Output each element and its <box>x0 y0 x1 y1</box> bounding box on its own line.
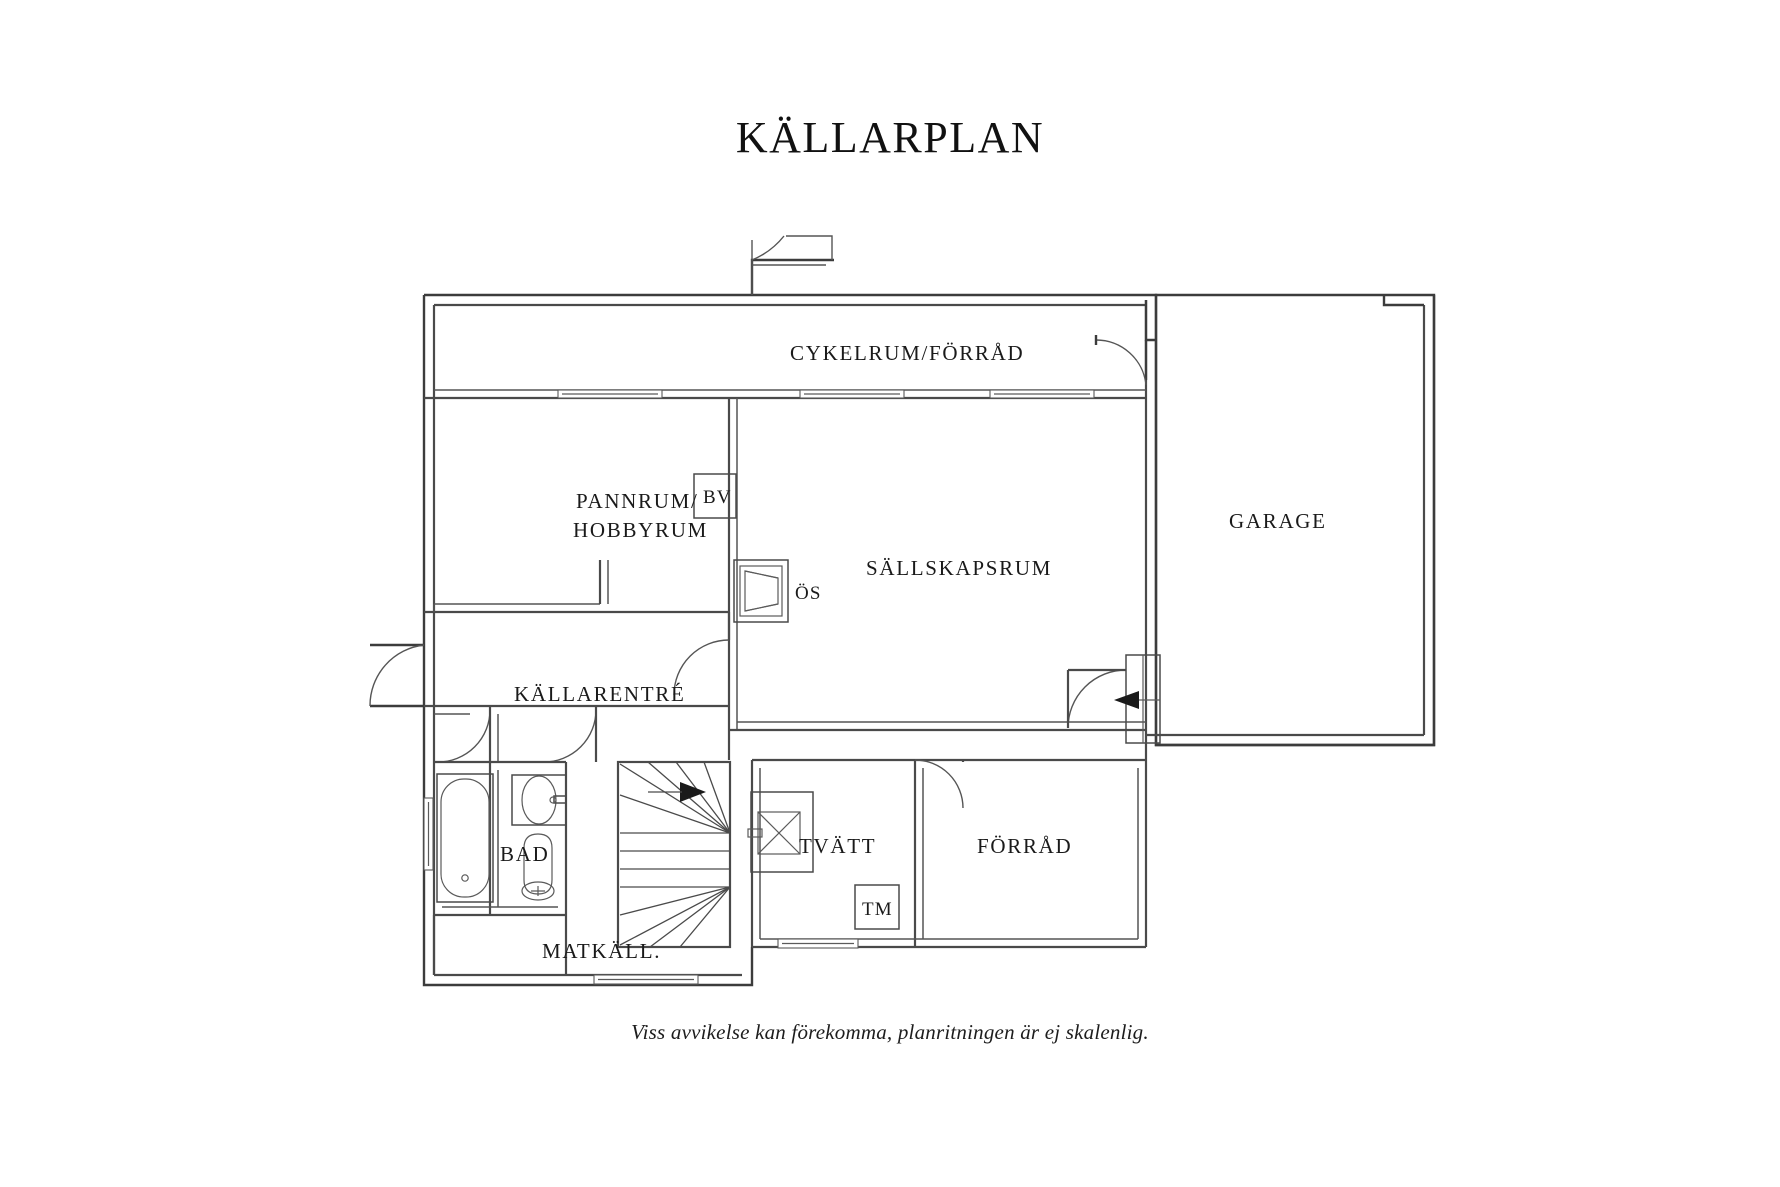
bv-marker <box>693 473 737 519</box>
marker-label-tm: TM <box>862 899 893 920</box>
room-label-forrad: FÖRRÅD <box>977 834 1072 858</box>
fireplace-symbol <box>733 559 789 623</box>
room-label-matkall: MATKÄLL. <box>542 939 661 963</box>
room-label-sallskapsrum: SÄLLSKAPSRUM <box>866 556 1052 580</box>
bathtub-symbol <box>436 773 494 903</box>
matkall-walls <box>432 915 568 975</box>
room-label-pannrum-line1: PANNRUM/ <box>576 489 699 513</box>
stair-door <box>543 706 598 763</box>
garage-door-side <box>1066 654 1161 744</box>
bad-room-walls <box>434 760 568 917</box>
room-label-pannrum-line2: HOBBYRUM <box>573 518 708 542</box>
room-label-kallarentre: KÄLLARENTRÉ <box>514 682 686 706</box>
cykelrum-door <box>751 235 833 295</box>
washing-machine-symbol <box>747 791 814 873</box>
entry-door-left <box>369 643 425 708</box>
marker-label-bv: BV <box>703 487 732 508</box>
room-label-cykelrum: CYKELRUM/FÖRRÅD <box>790 341 1024 365</box>
window-matkall <box>593 974 699 985</box>
window-tvatt <box>777 938 859 949</box>
tvatt-forrad-walls <box>727 730 1148 949</box>
plan-disclaimer-caption: Viss avvikelse kan förekomma, planritnin… <box>631 1020 1149 1044</box>
page-title: KÄLLARPLAN <box>735 113 1045 162</box>
toilet-symbol <box>521 833 555 901</box>
kallarentre-door-right <box>673 612 731 696</box>
window-group-cykelrum <box>557 389 1095 399</box>
sink-symbol <box>511 774 567 826</box>
marker-label-os: ÖS <box>795 583 822 604</box>
room-label-bad: BAD <box>500 842 549 866</box>
room-label-garage: GARAGE <box>1229 509 1327 533</box>
tm-marker <box>854 884 900 930</box>
window-bad <box>423 797 434 871</box>
forrad-door <box>914 759 965 809</box>
garage-door-top <box>1094 335 1148 386</box>
room-label-tvatt: TVÄTT <box>799 834 876 858</box>
staircase-symbol <box>616 760 732 949</box>
